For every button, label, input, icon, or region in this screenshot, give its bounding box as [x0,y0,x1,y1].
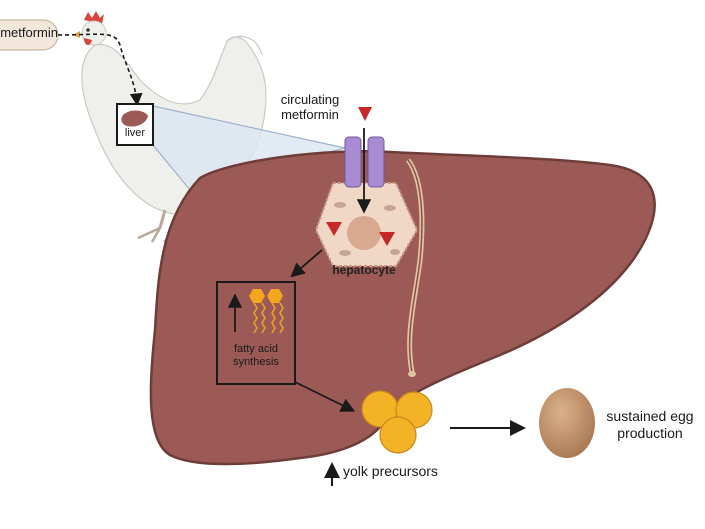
fatty-acid-icon [249,289,284,334]
yolk-precursors-label: yolk precursors [343,463,438,479]
cell-to-synthesis-arrow [290,249,323,278]
oral-dose-arrow [57,33,143,107]
metformin-label: metformin [0,25,58,40]
fatty-acid-synthesis-label: fatty acid synthesis [233,343,279,368]
metformin-marker [326,222,342,236]
hepatocyte-label: hepatocyte [332,263,396,277]
fatty-acid-box [216,281,296,385]
metformin-marker [379,232,395,246]
liver-illustration [149,149,656,466]
synthesis-to-yolk-arrow [294,381,356,412]
circulating-metformin-label: circulating metformin [280,92,340,122]
yolk-precursors-icon [361,390,433,454]
egg-icon [539,388,595,458]
liver-inset-label: liver [124,127,146,139]
hepatocyte-cell [314,182,419,267]
transporter-channel [344,136,385,188]
sustained-egg-production-label: sustained egg production [606,408,694,441]
metformin-marker [358,107,372,121]
